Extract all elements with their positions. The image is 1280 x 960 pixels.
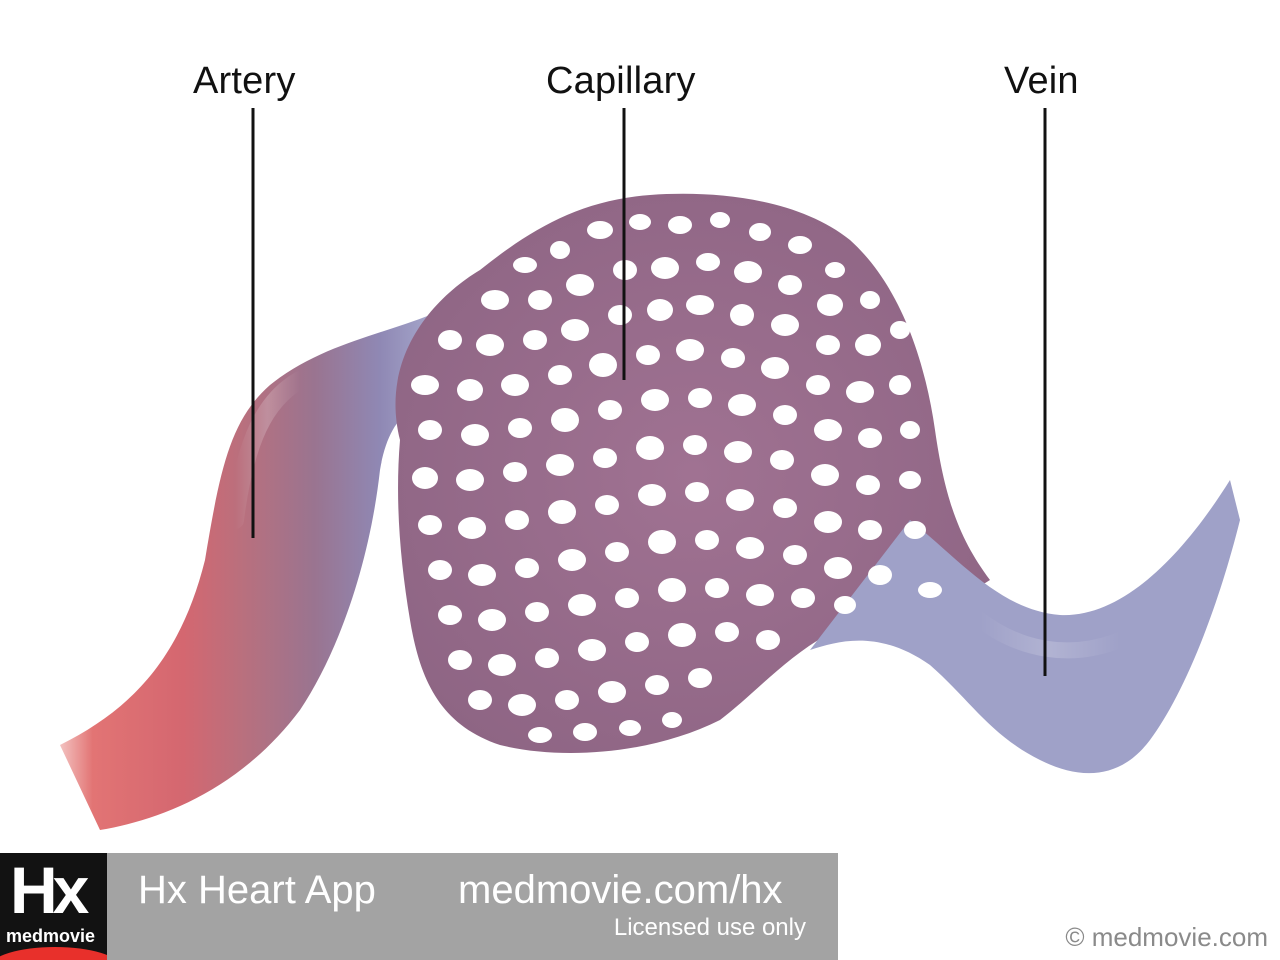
app-url: medmovie.com/hx (458, 868, 783, 912)
capillary-bed (395, 193, 990, 753)
copyright-notice: © medmovie.com (1065, 922, 1268, 952)
artery-vessel (60, 315, 470, 830)
app-name: Hx Heart App (138, 868, 376, 912)
capillary-label: Capillary (546, 60, 696, 102)
license-notice: Licensed use only (613, 914, 806, 941)
capillary-mesh (411, 212, 942, 743)
logo-mark: Hx (10, 853, 89, 927)
footer-banner (0, 853, 838, 960)
vein-label: Vein (1004, 60, 1079, 102)
medmovie-hx-logo: Hx medmovie (0, 853, 107, 960)
logo-swoosh (0, 947, 107, 960)
logo-subtitle: medmovie (6, 926, 96, 946)
artery-label: Artery (193, 60, 296, 102)
vein-vessel (810, 480, 1240, 774)
